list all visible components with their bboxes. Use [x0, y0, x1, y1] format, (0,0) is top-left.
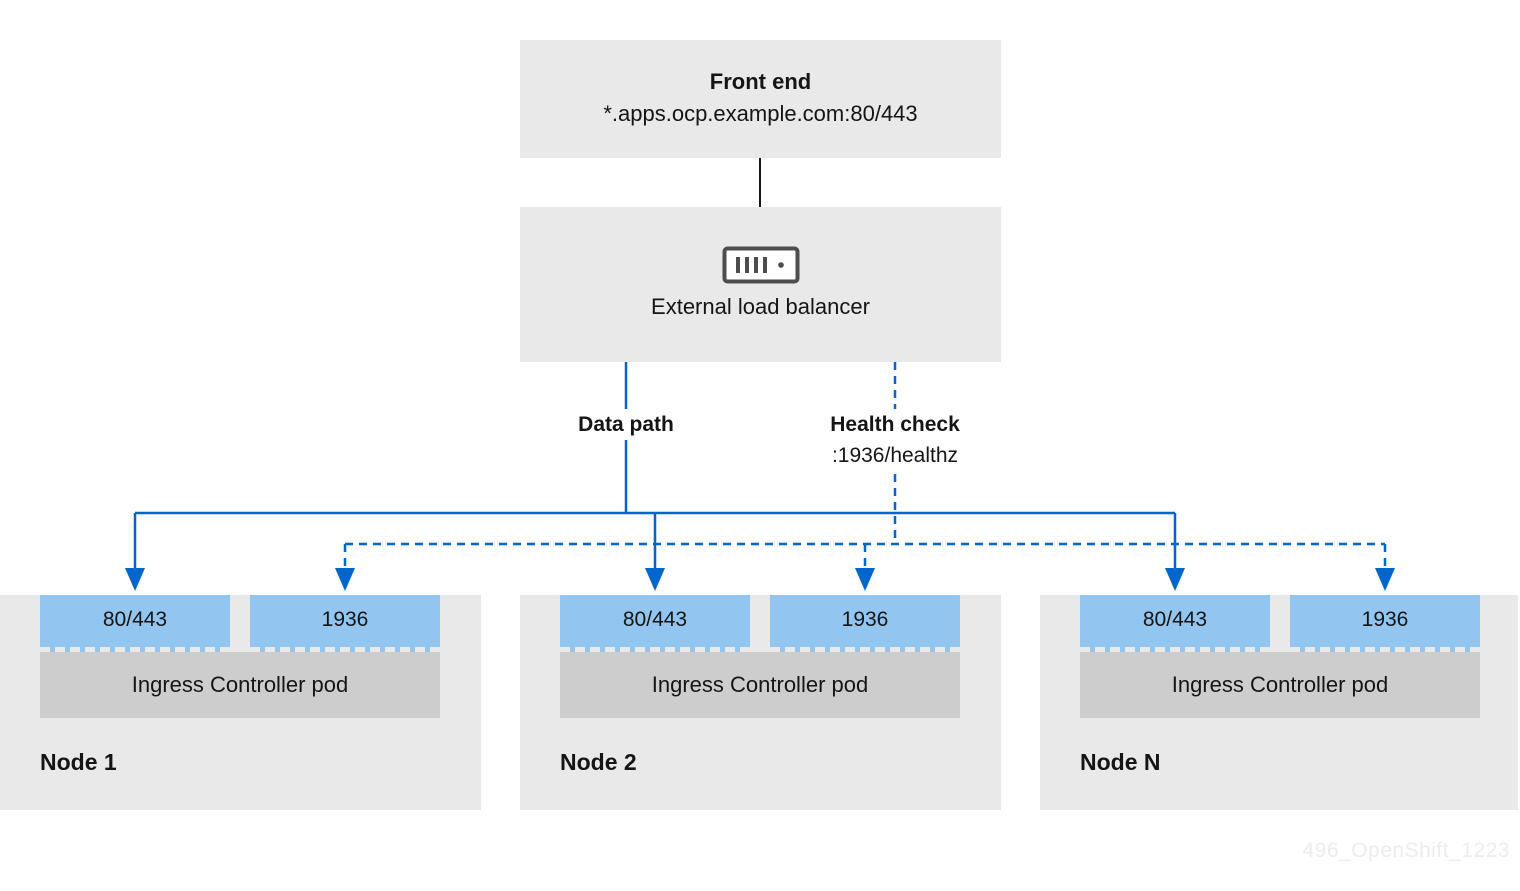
- front-end-to-lb-connector: [759, 158, 761, 207]
- front-end-address: *.apps.ocp.example.com:80/443: [603, 101, 918, 126]
- node-1: 80/443 1936 Ingress Controller pod Node …: [0, 595, 481, 810]
- ingress-controller-pod: Ingress Controller pod: [40, 652, 440, 718]
- port-box-1936: 1936: [250, 595, 440, 652]
- data-path-arrowhead: [125, 568, 145, 591]
- server-icon: [722, 246, 799, 284]
- watermark-label: 496_OpenShift_1223: [1302, 839, 1510, 862]
- front-end-title: Front end: [709, 69, 812, 94]
- load-balancer-label: External load balancer: [651, 294, 870, 319]
- front-end-box: Front end *.apps.ocp.example.com:80/443: [520, 40, 1001, 158]
- load-balancer-box: External load balancer: [520, 207, 1001, 362]
- port-box-1936: 1936: [1290, 595, 1480, 652]
- health-check-arrowhead: [855, 568, 875, 591]
- port-box-80-443: 80/443: [560, 595, 750, 652]
- node-n: 80/443 1936 Ingress Controller pod Node …: [1040, 595, 1518, 810]
- node-label: Node 2: [560, 749, 637, 775]
- data-path-line: [133, 362, 1177, 570]
- data-path-label: Data path: [570, 409, 682, 440]
- data-path-arrowhead: [1165, 568, 1185, 591]
- node-label: Node N: [1080, 749, 1161, 775]
- data-path-arrowhead: [645, 568, 665, 591]
- ingress-controller-pod: Ingress Controller pod: [560, 652, 960, 718]
- health-check-endpoint: :1936/healthz: [831, 444, 959, 467]
- port-box-80-443: 80/443: [40, 595, 230, 652]
- port-box-80-443: 80/443: [1080, 595, 1270, 652]
- health-check-title: Health check: [830, 413, 960, 436]
- node-label: Node 1: [40, 749, 117, 775]
- health-check-arrowhead: [335, 568, 355, 591]
- ingress-controller-pod: Ingress Controller pod: [1080, 652, 1480, 718]
- port-box-1936: 1936: [770, 595, 960, 652]
- health-check-arrowhead: [1375, 568, 1395, 591]
- node-2: 80/443 1936 Ingress Controller pod Node …: [520, 595, 1001, 810]
- health-check-label: Health check :1936/healthz: [822, 409, 968, 471]
